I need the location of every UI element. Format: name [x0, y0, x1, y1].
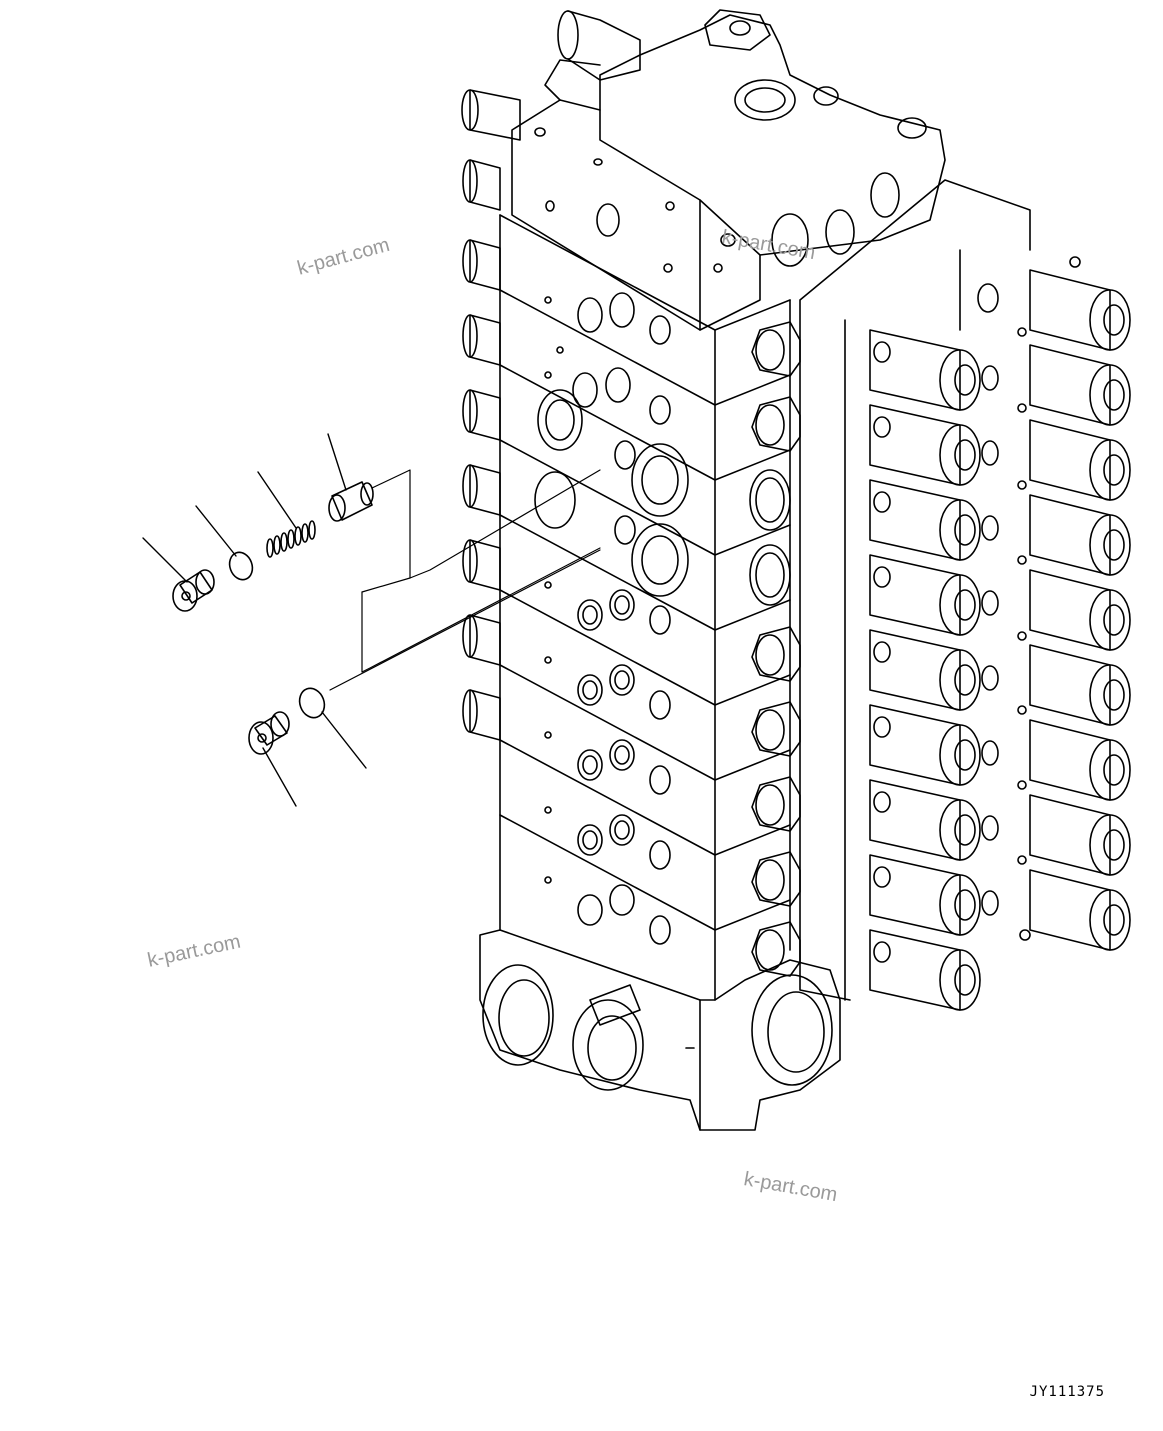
- solenoid: [982, 870, 1130, 950]
- solenoid: [870, 780, 980, 860]
- solenoid: [982, 420, 1130, 500]
- top-cover: [462, 10, 945, 330]
- bottom-cover: [480, 930, 840, 1130]
- valve-section-stack: [463, 160, 1030, 1000]
- solenoid: [870, 555, 980, 635]
- sleeve-part: [329, 482, 373, 521]
- spring-part: [267, 521, 315, 557]
- solenoid: [978, 270, 1130, 350]
- solenoid-valves: [870, 257, 1130, 1010]
- solenoid: [870, 705, 980, 785]
- drawing-number: JY111375: [1029, 1384, 1105, 1400]
- o-ring-lower: [296, 685, 329, 721]
- solenoid: [982, 720, 1130, 800]
- solenoid: [982, 495, 1130, 575]
- solenoid: [982, 345, 1130, 425]
- o-ring-upper: [226, 549, 256, 583]
- front-face-ports: [535, 293, 688, 944]
- solenoid-screws: [1018, 257, 1080, 940]
- plug-upper: [173, 570, 214, 611]
- solenoid: [982, 570, 1130, 650]
- solenoid: [870, 930, 980, 1010]
- side-face-plugs: [750, 322, 800, 976]
- solenoid: [870, 330, 980, 410]
- solenoid: [870, 630, 980, 710]
- assembly-lines: [330, 470, 600, 690]
- plug-lower: [249, 712, 289, 754]
- solenoid: [870, 480, 980, 560]
- leader-lines: [143, 434, 366, 806]
- solenoid: [982, 645, 1130, 725]
- solenoid: [870, 405, 980, 485]
- exploded-parts: [173, 482, 373, 754]
- left-side-caps: [463, 160, 500, 740]
- solenoid: [870, 855, 980, 935]
- solenoid: [982, 795, 1130, 875]
